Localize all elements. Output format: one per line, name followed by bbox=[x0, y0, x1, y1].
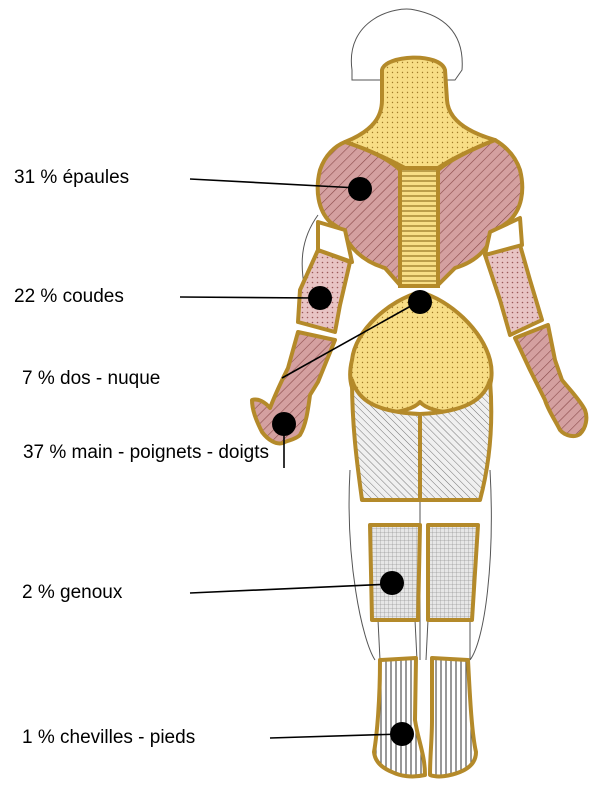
label-hand-wrist-fingers: 37 % main - poignets - doigts bbox=[16, 440, 276, 466]
leader-knees bbox=[190, 584, 392, 593]
marker-feet bbox=[390, 722, 414, 746]
label-elbows: 22 % coudes bbox=[14, 284, 124, 310]
marker-knees bbox=[380, 571, 404, 595]
right-upper-arm bbox=[485, 245, 542, 335]
label-knees: 2 % genoux bbox=[22, 580, 122, 606]
leader-elbows bbox=[180, 297, 316, 298]
right-forearm bbox=[515, 325, 586, 436]
label-back-neck: 7 % dos - nuque bbox=[22, 366, 160, 392]
marker-back-neck bbox=[408, 290, 432, 314]
label-shoulders: 31 % épaules bbox=[14, 165, 129, 191]
spine-region bbox=[400, 168, 438, 286]
marker-shoulders bbox=[348, 177, 372, 201]
marker-hand bbox=[272, 412, 296, 436]
marker-elbows bbox=[308, 286, 332, 310]
feet-region bbox=[374, 658, 476, 776]
label-ankles-feet: 1 % chevilles - pieds bbox=[22, 725, 195, 751]
